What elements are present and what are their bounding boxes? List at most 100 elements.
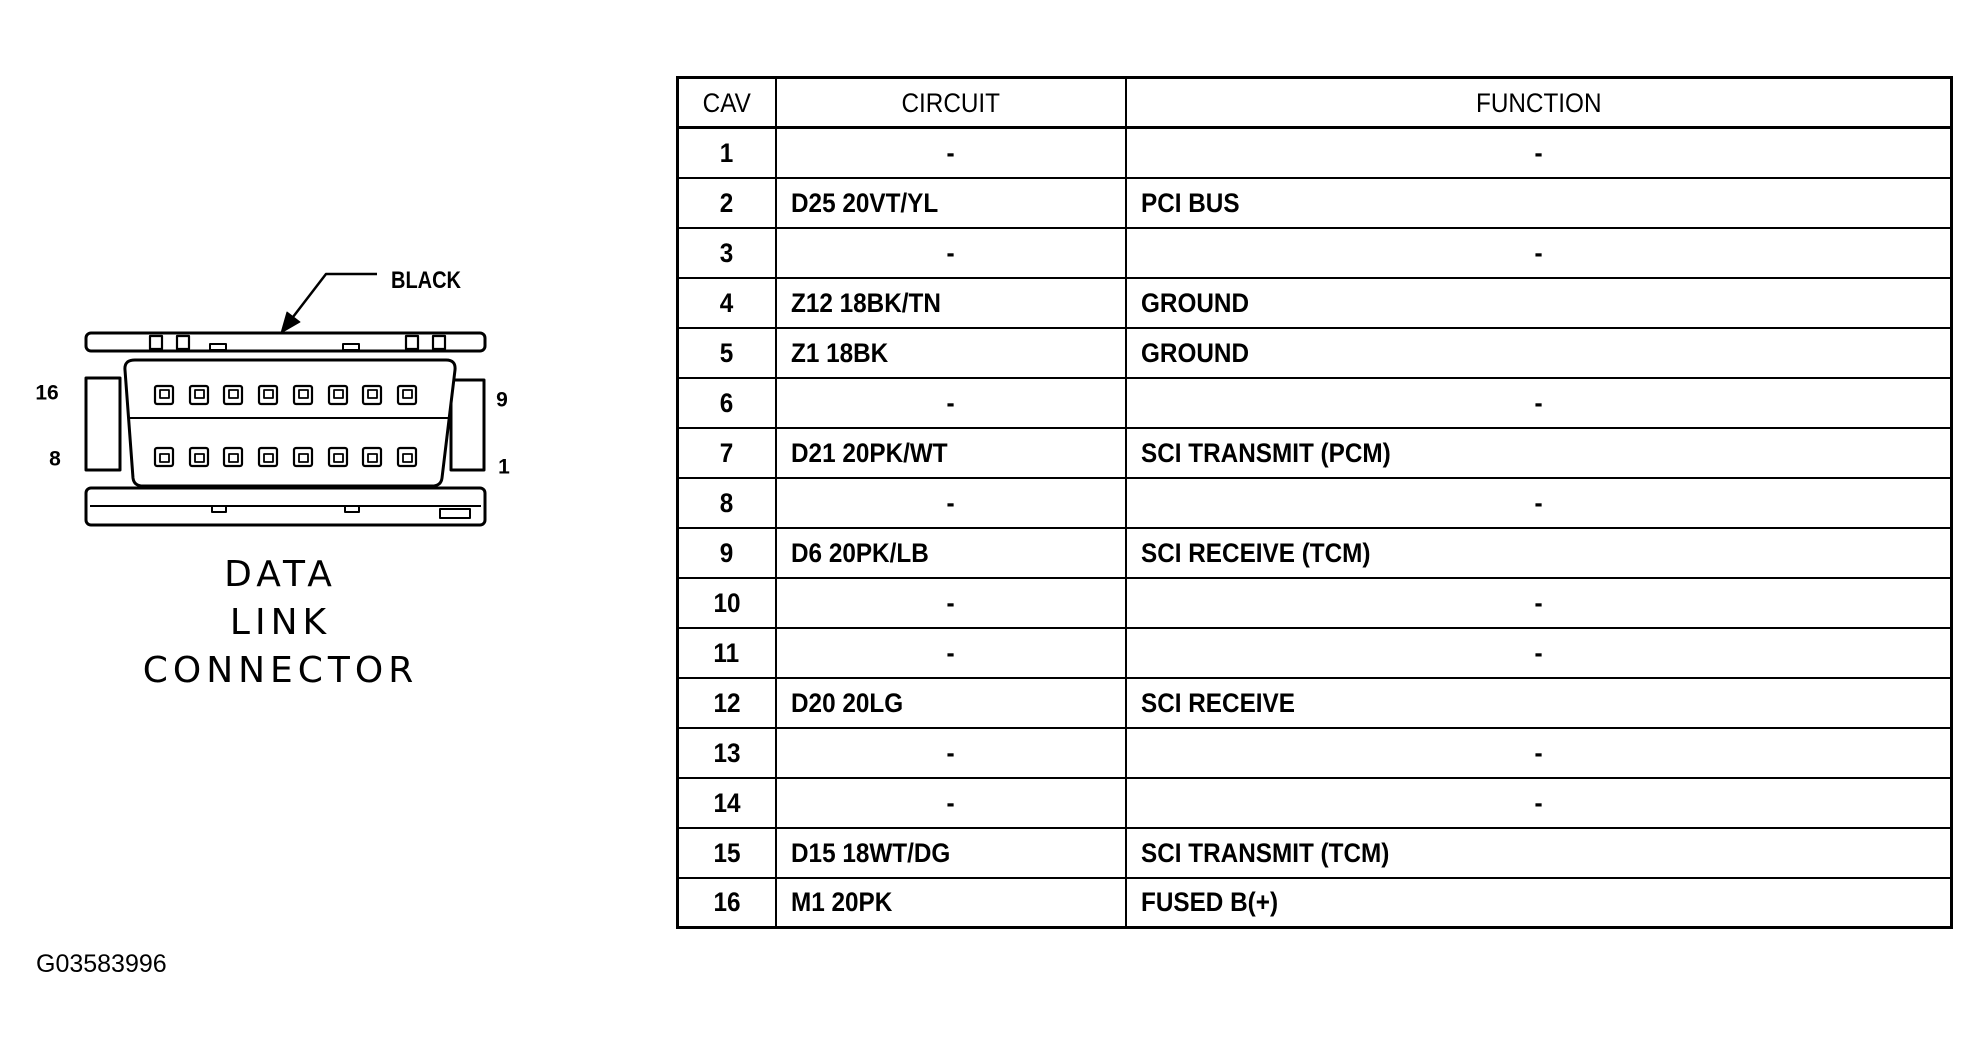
circuit-code: - [946,237,955,268]
table-row: 11 - - [676,626,1953,679]
circuit-cell: - [774,376,1127,429]
cav-cell: 6 [676,376,777,429]
circuit-cell: - [774,576,1127,629]
function-cell: GROUND [1124,326,1953,379]
function-description: - [1534,137,1543,168]
pin [153,384,175,406]
function-cell: - [1124,376,1953,429]
table-row: 14 - - [676,776,1953,829]
circuit-cell: - [774,226,1127,279]
cav-number: 13 [713,737,741,768]
pin-row-top [153,384,418,406]
circuit-cell: D25 20VT/YL [774,176,1127,229]
function-cell: - [1124,726,1953,779]
table-row: 6 - - [676,376,1953,429]
table-row: 12 D20 20LG SCI RECEIVE [676,676,1953,729]
pin [361,446,383,468]
function-cell: SCI TRANSMIT (TCM) [1124,826,1953,879]
data-link-connector-drawing: BLACK 16 8 9 1 [35,267,510,527]
circuit-code: D20 20LG [790,687,903,718]
pin [327,384,349,406]
table-row: 1 - - [676,126,1953,179]
function-cell: - [1124,226,1953,279]
connector-caption: DATA LINK CONNECTOR [118,551,438,695]
cav-number: 10 [713,587,741,618]
header-label: CIRCUIT [901,87,1000,118]
header-label: FUNCTION [1475,87,1602,118]
cav-number: 7 [719,437,734,468]
table-row: 7 D21 20PK/WT SCI TRANSMIT (PCM) [676,426,1953,479]
pin-label-9: 9 [496,389,508,412]
table-row: 9 D6 20PK/LB SCI RECEIVE (TCM) [676,526,1953,579]
function-cell: - [1124,576,1953,629]
column-header-cav: CAV [676,76,777,129]
cav-number: 15 [713,837,741,868]
function-description: - [1534,387,1543,418]
circuit-cell: Z1 18BK [774,326,1127,379]
cav-number: 16 [713,887,741,918]
function-cell: PCI BUS [1124,176,1953,229]
function-description: - [1534,637,1543,668]
cav-cell: 14 [676,776,777,829]
caption-line: LINK [229,602,332,643]
circuit-code: Z1 18BK [790,337,888,368]
pin [188,384,210,406]
circuit-cell: - [774,626,1127,679]
pin-label-1: 1 [498,456,510,479]
function-cell: SCI RECEIVE (TCM) [1124,526,1953,579]
top-rail [84,331,487,353]
table-row: 4 Z12 18BK/TN GROUND [676,276,1953,329]
table-row: 10 - - [676,576,1953,629]
function-description: PCI BUS [1140,187,1240,218]
callout-label: BLACK [391,267,462,294]
cav-cell: 7 [676,426,777,479]
callout-leader-line [292,272,377,318]
cav-number: 11 [713,637,740,668]
caption-line: DATA [224,554,337,595]
circuit-cell: D6 20PK/LB [774,526,1127,579]
function-cell: GROUND [1124,276,1953,329]
table-row: 15 D15 18WT/DG SCI TRANSMIT (TCM) [676,826,1953,879]
pin [188,446,210,468]
pin-label-16: 16 [35,382,58,405]
table-row: 3 - - [676,226,1953,279]
function-description: SCI TRANSMIT (TCM) [1140,837,1389,868]
cav-cell: 8 [676,476,777,529]
function-cell: FUSED B(+) [1124,876,1953,929]
function-description: FUSED B(+) [1140,887,1278,918]
circuit-cell: - [774,776,1127,829]
left-latch [84,376,122,472]
circuit-cell: - [774,726,1127,779]
cav-cell: 13 [676,726,777,779]
function-description: SCI TRANSMIT (PCM) [1140,437,1391,468]
table-row: 13 - - [676,726,1953,779]
pin [222,384,244,406]
function-description: - [1534,237,1543,268]
cav-cell: 16 [676,876,777,929]
cav-cell: 3 [676,226,777,279]
pin [361,384,383,406]
circuit-code: - [946,587,955,618]
pin [396,384,418,406]
cav-cell: 9 [676,526,777,579]
function-description: SCI RECEIVE (TCM) [1140,537,1371,568]
function-cell: - [1124,476,1953,529]
column-header-circuit: CIRCUIT [774,76,1127,129]
circuit-cell: D15 18WT/DG [774,826,1127,879]
function-description: - [1534,787,1543,818]
header-label: CAV [702,87,751,118]
cav-cell: 11 [676,626,777,679]
cav-number: 12 [713,687,741,718]
function-description: GROUND [1140,287,1249,318]
circuit-code: D21 20PK/WT [790,437,948,468]
circuit-code: M1 20PK [790,887,892,918]
function-description: SCI RECEIVE [1140,687,1295,718]
figure-id: G03583996 [36,950,167,978]
cav-cell: 15 [676,826,777,879]
cav-cell: 1 [676,126,777,179]
pin [153,446,175,468]
function-cell: - [1124,776,1953,829]
circuit-code: - [946,787,955,818]
table-header-row: CAV CIRCUIT FUNCTION [676,76,1953,129]
cav-number: 8 [719,487,734,518]
